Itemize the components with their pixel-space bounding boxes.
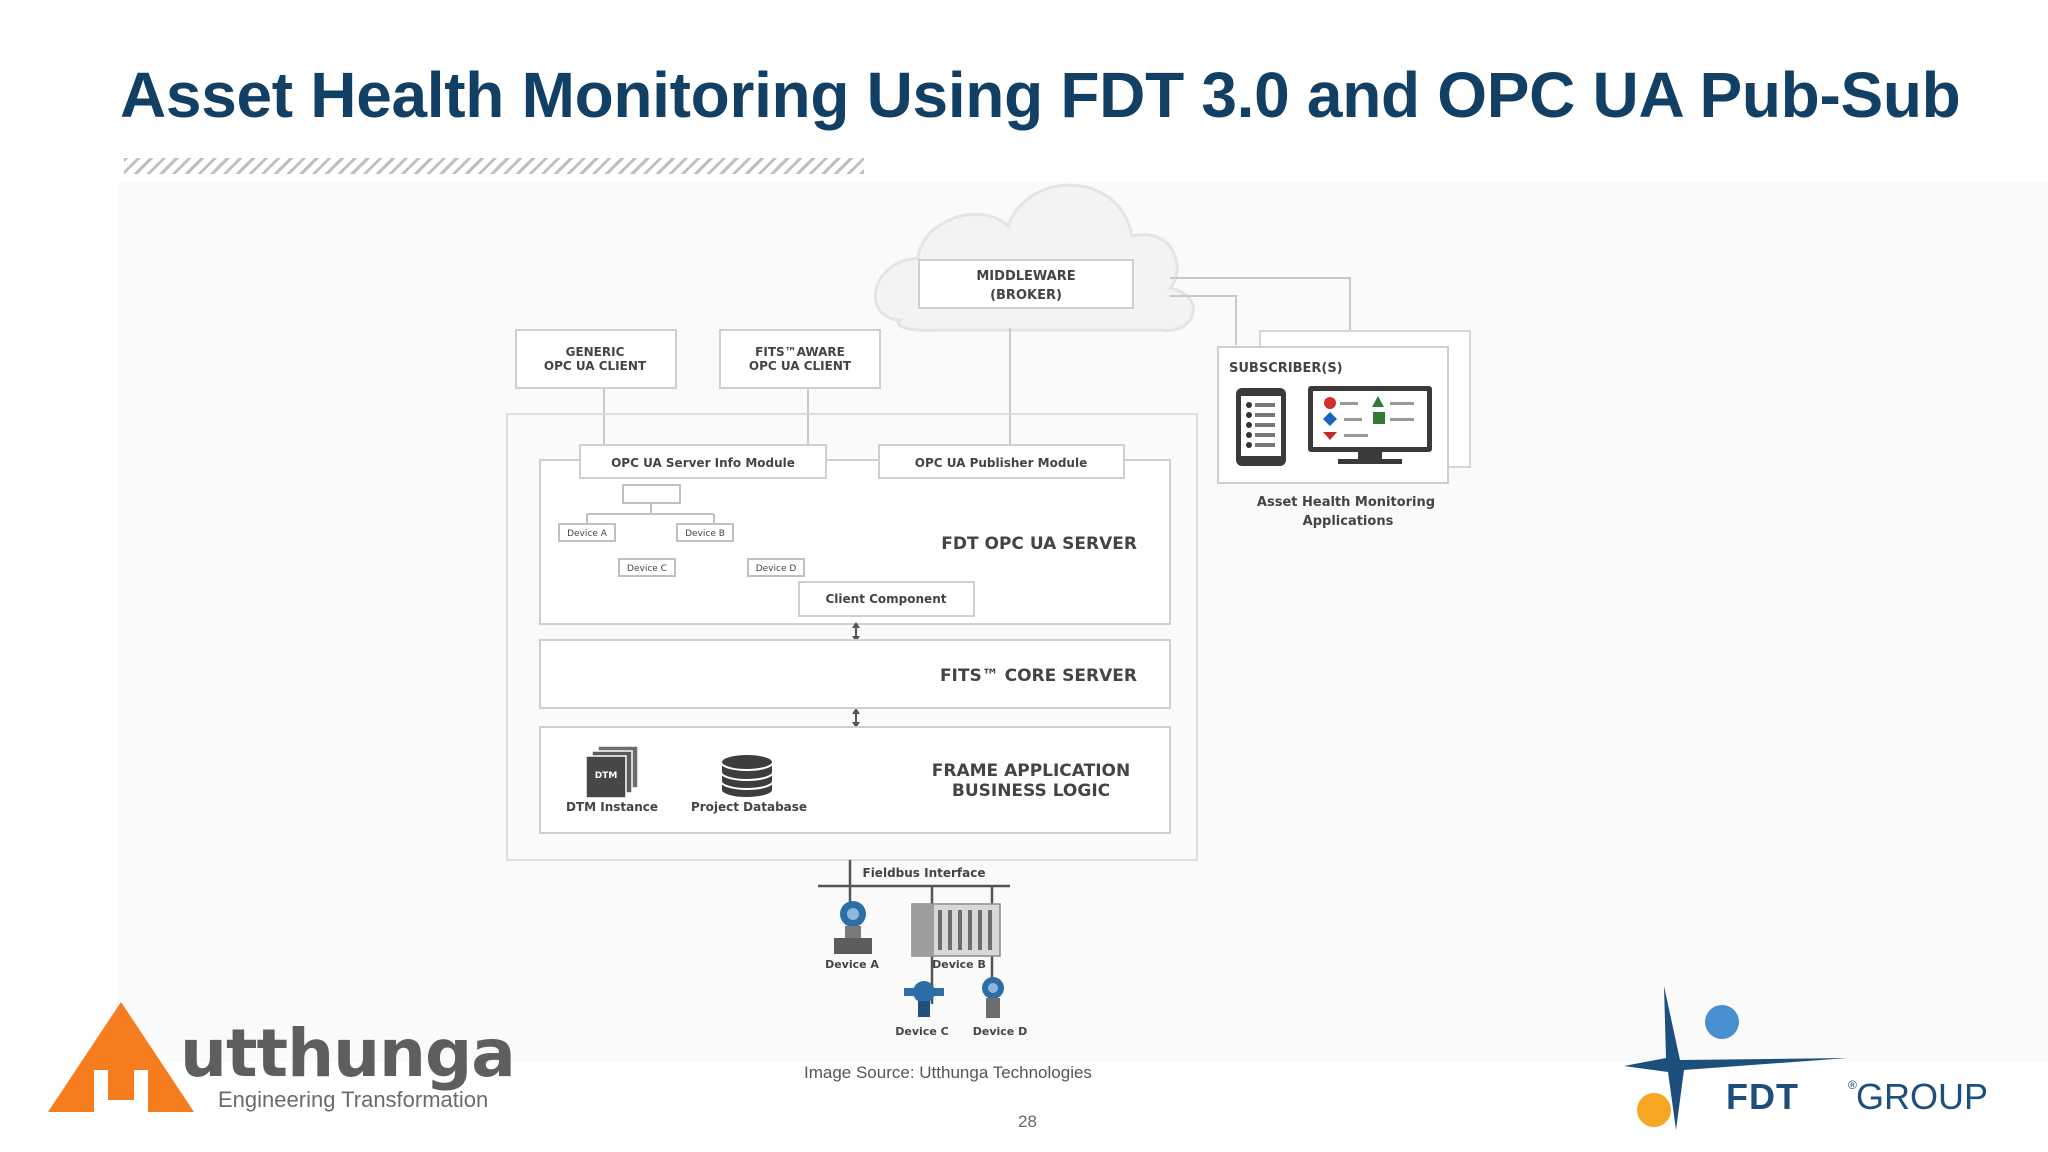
frame-app-line2: BUSINESS LOGIC — [952, 781, 1110, 801]
frame-application-box — [539, 726, 1171, 834]
middleware-box — [918, 259, 1134, 309]
level-transmitter-icon — [982, 977, 1004, 1018]
frame-application-boundary — [506, 413, 1198, 861]
field-device-b-label: Device B — [932, 958, 986, 971]
fdt-server-label: FDT OPC UA SERVER — [941, 534, 1137, 554]
middleware-label-line2: (BROKER) — [990, 288, 1062, 303]
fits-core-server-box — [539, 639, 1171, 709]
dtm-instance-label: DTM Instance — [566, 800, 658, 814]
frame-app-line1: FRAME APPLICATION — [932, 761, 1130, 781]
title-divider — [124, 158, 864, 174]
field-device-a-label: Device A — [825, 958, 879, 971]
generic-client-line2: OPC UA CLIENT — [544, 359, 647, 373]
field-device-c-label: Device C — [895, 1025, 948, 1038]
tree-root-node — [622, 484, 681, 504]
tree-device-b-label: Device B — [685, 529, 725, 539]
fdt-group-wordmark: GROUP — [1856, 1076, 1989, 1117]
fdt-wordmark: FDT — [1726, 1076, 1799, 1117]
mobile-device-icon — [1236, 388, 1286, 466]
tree-device-a-label: Device A — [567, 529, 608, 539]
tree-device-c-box — [618, 558, 676, 577]
utthunga-tagline: Engineering Transformation — [218, 1087, 489, 1112]
flow-meter-icon — [904, 981, 944, 1017]
image-source-caption: Image Source: Utthunga Technologies — [804, 1063, 1092, 1082]
fdt-registered-mark: ® — [1848, 1078, 1857, 1092]
generic-client-line1: GENERIC — [566, 345, 625, 359]
generic-client-box — [515, 329, 677, 389]
plc-rack-icon — [911, 903, 1001, 957]
tree-device-c-label: Device C — [627, 564, 667, 574]
fits-client-line2: OPC UA CLIENT — [749, 359, 852, 373]
dtm-badge: DTM — [595, 771, 618, 781]
pressure-transmitter-icon — [834, 901, 872, 954]
middleware-label-line1: MIDDLEWARE — [976, 269, 1075, 284]
monitor-icon — [1308, 386, 1432, 464]
utthunga-wordmark: utthunga — [180, 1015, 516, 1092]
publisher-module-box — [878, 444, 1125, 479]
client-component-label: Client Component — [826, 592, 947, 606]
bidirectional-arrow-icon — [852, 708, 860, 728]
tree-device-d-label: Device D — [756, 564, 797, 574]
utthunga-logo-icon — [48, 1002, 194, 1112]
asset-apps-line2: Applications — [1303, 514, 1394, 529]
publisher-module-label: OPC UA Publisher Module — [915, 456, 1087, 470]
fits-client-line1: FITS™AWARE — [755, 345, 845, 359]
tree-device-a-box — [558, 523, 616, 542]
fits-client-box — [719, 329, 881, 389]
server-info-module-box — [579, 444, 827, 479]
tree-device-b-box — [676, 523, 734, 542]
client-component-box — [798, 581, 975, 617]
subscribers-label: SUBSCRIBER(S) — [1229, 361, 1343, 376]
fieldbus-interface-label: Fieldbus Interface — [863, 866, 986, 880]
asset-apps-line1: Asset Health Monitoring — [1257, 495, 1435, 510]
database-icon — [720, 753, 774, 799]
fits-core-server-label: FITS™ CORE SERVER — [940, 666, 1137, 686]
server-info-module-label: OPC UA Server Info Module — [611, 456, 795, 470]
tree-device-d-box — [747, 558, 805, 577]
dtm-stack-icon: DTM — [585, 745, 639, 799]
fdt-group-logo-icon — [1624, 986, 1848, 1130]
field-device-d-label: Device D — [973, 1025, 1027, 1038]
project-database-label: Project Database — [691, 800, 807, 814]
page-number: 28 — [1018, 1112, 1037, 1131]
slide-title: Asset Health Monitoring Using FDT 3.0 an… — [120, 59, 1961, 131]
device-tree — [586, 503, 715, 524]
